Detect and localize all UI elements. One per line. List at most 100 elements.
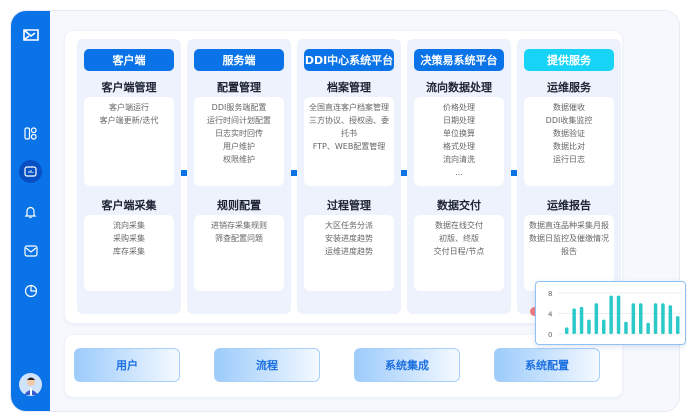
bar [639, 303, 643, 334]
list-item: 价格处理 [443, 103, 475, 112]
section-title: 配置管理 [217, 81, 261, 94]
bar [594, 303, 599, 334]
section-items: 全国直连客户档案管理三方协议、授权函、委托书 FTP、WEB配置管理 [304, 97, 394, 186]
avatar[interactable] [19, 373, 42, 396]
column-3: DDI中心系统平台 档案管理 全国直连客户档案管理三方协议、授权函、委托书 FTP… [297, 39, 401, 314]
column-1: 客户端 客户端管理 客户端运行客户端更新/迭代 客户端采集 流向采集采购采集库存… [77, 39, 181, 314]
mail-icon[interactable] [19, 239, 42, 262]
column-header[interactable]: 决策易系统平台 [414, 49, 504, 71]
list-item: 用户维护 [223, 142, 255, 151]
chart-marker [530, 307, 539, 316]
module-button[interactable]: 流程 [214, 348, 320, 382]
section-items: 数据直连品种采集月报数据日监控及催缴情况报告 [524, 215, 614, 291]
list-item: 格式处理 [443, 142, 475, 151]
logo-icon[interactable] [19, 23, 42, 46]
monitor-icon[interactable] [19, 160, 42, 183]
list-item: 大区任务分派 [325, 221, 373, 230]
list-item: 流向清洗 [443, 155, 475, 164]
section-items: 流向采集采购采集库存采集 [84, 215, 174, 291]
module-button[interactable]: 系统配置 [494, 348, 600, 382]
list-item: 数据验证 [553, 129, 585, 138]
list-item: 进销存采集规则 [211, 221, 267, 230]
section-title: 规则配置 [217, 199, 261, 212]
list-item: 单位换算 [443, 129, 475, 138]
list-item: 流向采集 [113, 221, 145, 230]
list-item: 数据日监控及催缴情况报告 [529, 234, 609, 256]
column-header[interactable]: 服务端 [194, 49, 284, 71]
column-header[interactable]: 客户端 [84, 49, 174, 71]
list-item: FTP、WEB配置管理 [312, 142, 386, 151]
list-item: 筛查配置问题 [215, 234, 263, 243]
bar [572, 308, 576, 334]
list-item: 日期处理 [443, 116, 475, 125]
bar [653, 303, 658, 334]
list-item: 库存采集 [113, 247, 145, 256]
list-item: 数据直连品种采集月报 [529, 221, 609, 230]
list-item: 权限维护 [223, 155, 255, 164]
section-items: 价格处理日期处理单位换算格式处理流向清洗... [414, 97, 504, 186]
list-item: 日志实时回传 [215, 129, 263, 138]
section-title: 运维服务 [547, 81, 591, 94]
list-item: 安装进度趋势 [325, 234, 373, 243]
module-button[interactable]: 系统集成 [354, 348, 460, 382]
section-items: DDI服务端配置运行时间计划配置日志实时回传用户维护权限维护 [194, 97, 284, 186]
column-4: 决策易系统平台 流向数据处理 价格处理日期处理单位换算格式处理流向清洗... 数… [407, 39, 511, 314]
list-item: 数据催收 [553, 103, 585, 112]
list-item: 数据在线交付 [435, 221, 483, 230]
bar [661, 303, 665, 334]
bell-icon[interactable] [19, 200, 42, 223]
bar [565, 327, 569, 334]
bar [668, 305, 673, 334]
section-title: 档案管理 [327, 81, 371, 94]
bar [602, 319, 606, 334]
list-item: 初版、终版 [439, 234, 479, 243]
section-title: 客户端采集 [101, 199, 157, 212]
list-item: DDI收集监控 [545, 116, 593, 125]
section-items: 进销存采集规则筛查配置问题 [194, 215, 284, 291]
list-item: ... [455, 168, 463, 177]
architecture-panel: 客户端 客户端管理 客户端运行客户端更新/迭代 客户端采集 流向采集采购采集库存… [65, 31, 622, 323]
bar [579, 306, 584, 334]
bar [676, 316, 680, 334]
section-title: 客户端管理 [101, 81, 157, 94]
section-title: 过程管理 [327, 199, 371, 212]
column-header[interactable]: 提供服务 [524, 49, 614, 71]
list-item: 客户端更新/迭代 [99, 116, 159, 125]
section-items: 数据催收 DDI收集监控数据验证数据比对运行日志 [524, 97, 614, 186]
list-item: DDI服务端配置 [211, 103, 267, 112]
module-bar: 用户流程系统集成系统配置 [65, 335, 622, 397]
bar [587, 319, 591, 334]
section-title: 数据交付 [437, 199, 481, 212]
bar [646, 322, 650, 334]
bar [624, 321, 628, 334]
bar [609, 295, 613, 334]
section-items: 客户端运行客户端更新/迭代 [84, 97, 174, 186]
y-tick-label: 8 [548, 290, 552, 298]
list-item: 采购采集 [113, 234, 145, 243]
section-items: 大区任务分派安装进度趋势运维进度趋势 [304, 215, 394, 291]
mini-bar-chart: 8 4 0 [535, 281, 686, 345]
y-tick-label: 0 [548, 331, 552, 339]
section-title: 运维报告 [547, 199, 591, 212]
app-window: 客户端 客户端管理 客户端运行客户端更新/迭代 客户端采集 流向采集采购采集库存… [10, 10, 680, 412]
list-item: 全国直连客户档案管理 [309, 103, 389, 112]
column-5: 提供服务 运维服务 数据催收 DDI收集监控数据验证数据比对运行日志 运维报告 数… [517, 39, 621, 314]
list-item: 交付日程/节点 [433, 247, 485, 256]
clock-icon[interactable] [19, 279, 42, 302]
list-item: 数据比对 [553, 142, 585, 151]
dashboard-icon[interactable] [19, 122, 42, 145]
list-item: 运维进度趋势 [325, 247, 373, 256]
y-tick-label: 4 [548, 311, 553, 319]
bar [631, 303, 636, 334]
column-header[interactable]: DDI中心系统平台 [304, 49, 394, 71]
sidebar [11, 11, 50, 411]
list-item: 运行时间计划配置 [207, 116, 271, 125]
list-item: 三方协议、授权函、委托书 [309, 116, 389, 138]
column-2: 服务端 配置管理 DDI服务端配置运行时间计划配置日志实时回传用户维护权限维护 … [187, 39, 291, 314]
bar [616, 295, 621, 334]
list-item: 客户端运行 [109, 103, 149, 112]
section-title: 流向数据处理 [426, 81, 492, 94]
list-item: 运行日志 [553, 155, 585, 164]
section-items: 数据在线交付初版、终版交付日程/节点 [414, 215, 504, 291]
module-button[interactable]: 用户 [74, 348, 180, 382]
